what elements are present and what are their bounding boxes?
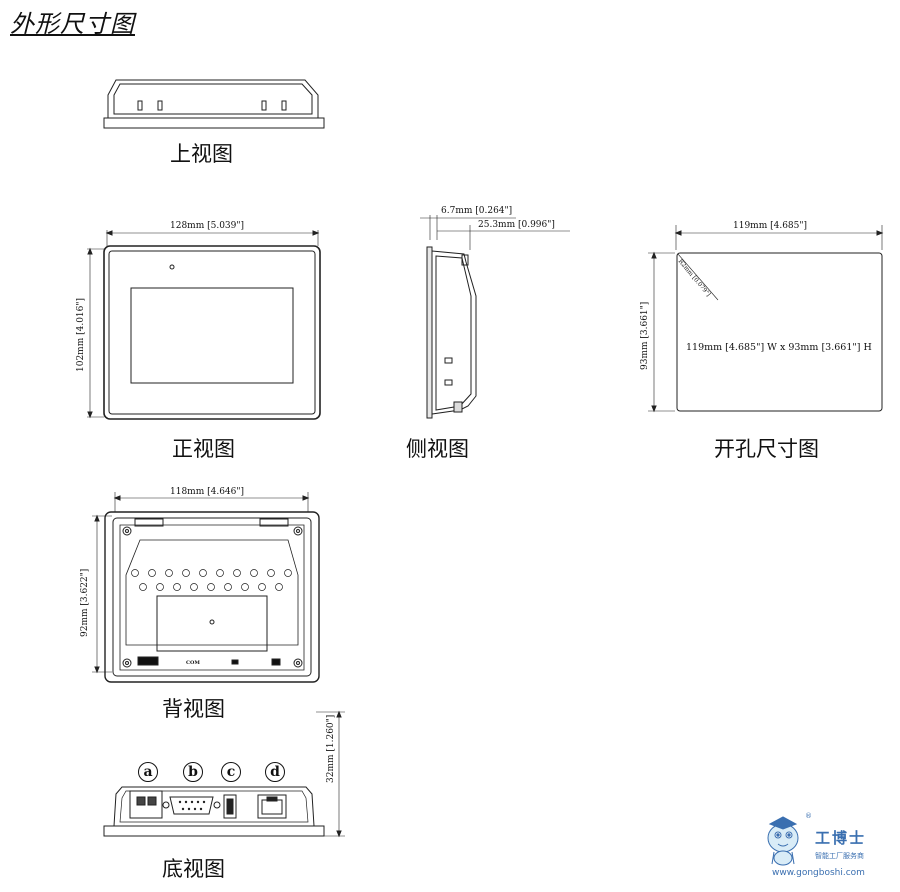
top-view-drawing: [103, 79, 325, 129]
cutout-view-drawing: [648, 225, 884, 413]
caption-side-view: 侧视图: [406, 437, 469, 461]
front-view-drawing: [87, 230, 321, 420]
dim-side-b: 25.3mm [0.996"]: [478, 220, 555, 230]
caption-front-view: 正视图: [172, 437, 235, 461]
dim-back-height: 92mm [3.622"]: [80, 568, 90, 637]
caption-back-view: 背视图: [162, 697, 225, 721]
dim-front-height: 102mm [4.016"]: [76, 297, 86, 372]
logo-registered-mark: ®: [805, 812, 812, 820]
dim-cutout-height: 93mm [3.661"]: [640, 301, 650, 370]
dim-front-width: 128mm [5.039"]: [170, 221, 245, 231]
caption-bottom-view: 底视图: [162, 857, 225, 881]
callout-c: c: [221, 762, 241, 782]
logo-mascot-drawing: [767, 816, 799, 866]
caption-cutout-view: 开孔尺寸图: [714, 437, 819, 461]
dim-cutout-center: 119mm [4.685"] W x 93mm [3.661"] H: [686, 342, 872, 353]
dim-side-a: 6.7mm [0.264"]: [441, 206, 513, 216]
caption-top-view: 上视图: [170, 142, 233, 166]
callout-a: a: [138, 762, 158, 782]
logo-tagline: 智能工厂服务商: [815, 852, 864, 860]
callout-d: d: [265, 762, 285, 782]
logo-name: 工博士: [815, 829, 867, 847]
dim-bottom-height: 32mm [1.260"]: [326, 714, 336, 783]
back-label-com: COM: [186, 660, 200, 666]
page-title: 外形尺寸图: [10, 10, 135, 38]
dim-back-width: 118mm [4.646"]: [170, 487, 245, 497]
dim-cutout-width: 119mm [4.685"]: [733, 221, 808, 231]
callout-b: b: [183, 762, 203, 782]
side-view-drawing: [420, 215, 570, 419]
logo-url: www.gongboshi.com: [772, 868, 865, 878]
back-view-drawing: [92, 492, 320, 683]
bottom-view-drawing: [103, 710, 345, 838]
